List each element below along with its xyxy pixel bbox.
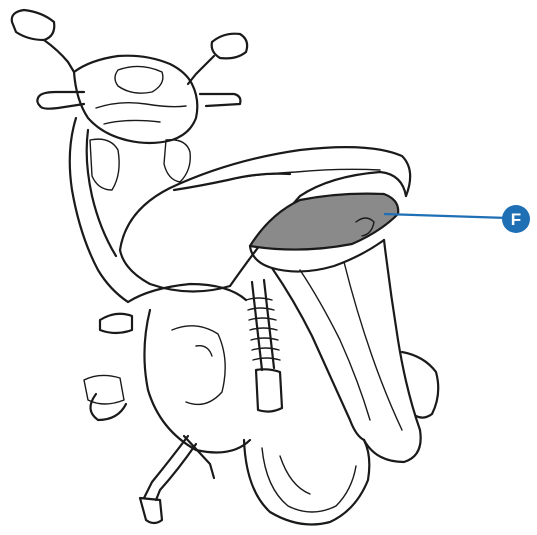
left-mirror xyxy=(12,10,74,72)
rear-wheel xyxy=(244,440,369,524)
tail-panel-highlight xyxy=(250,194,398,250)
callout-badge: F xyxy=(502,205,530,233)
right-mirror xyxy=(188,34,247,84)
rear-shock xyxy=(246,280,282,412)
handlebar xyxy=(37,56,240,143)
callout-leader-line xyxy=(384,214,508,218)
side-stand xyxy=(140,436,214,523)
engine-case xyxy=(84,284,250,452)
front-body xyxy=(70,118,191,302)
rear-fender xyxy=(250,240,438,462)
callout-label: F xyxy=(511,210,521,229)
